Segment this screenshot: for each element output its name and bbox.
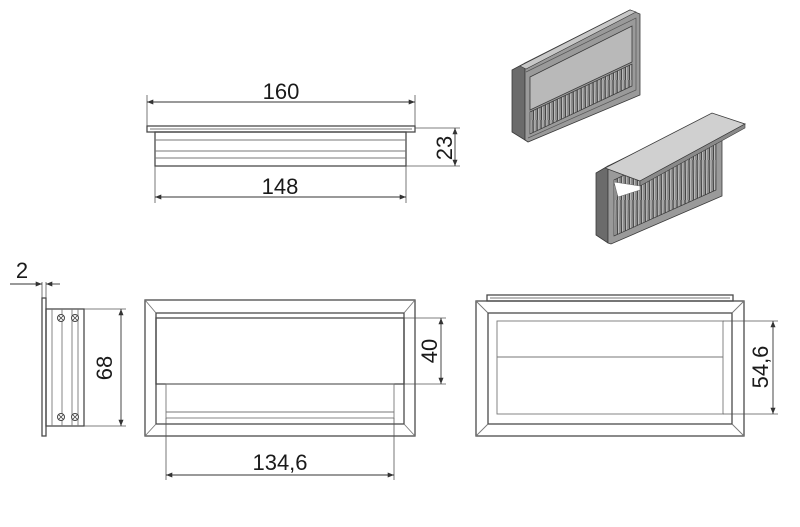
render-open-side [595, 165, 609, 244]
render-closed-lip [519, 9, 637, 70]
dim-54-label: 54,6 [748, 346, 773, 389]
dim-23-label: 23 [432, 136, 457, 160]
back-view-opening [496, 320, 724, 415]
side-view-body [45, 308, 85, 427]
top-view: 160 148 23 [146, 79, 460, 203]
back-view-bevel [731, 423, 745, 437]
screw-icon [57, 413, 65, 421]
front-view: 40 134,6 [144, 299, 446, 480]
render-closed-inner-edge [525, 17, 637, 139]
back-view-frame-outer [475, 300, 745, 437]
front-view-bevel [403, 423, 416, 437]
front-view-bevel [403, 299, 416, 314]
dim-2-label: 2 [16, 258, 28, 283]
front-view-frame-outer [144, 299, 416, 437]
back-view-bevel [475, 423, 489, 437]
back-view-frame-inner [487, 312, 733, 425]
front-view-frame-inner [155, 312, 405, 425]
render-closed-bristles [529, 63, 633, 135]
front-view-bevel [144, 423, 157, 437]
back-view-bevel [731, 300, 745, 314]
screw-icon [71, 314, 79, 322]
render-closed [511, 9, 641, 143]
render-closed-cover [529, 25, 633, 111]
front-view-bevel [144, 299, 157, 314]
front-view-cover [155, 317, 405, 385]
back-view-bevel [475, 300, 489, 314]
dim-134-label: 134,6 [252, 450, 307, 475]
render-closed-side [511, 62, 526, 141]
side-view: 2 68 [10, 258, 126, 437]
render-open-lid-edge [639, 123, 746, 187]
front-view-opening [165, 383, 395, 419]
dim-148-label: 148 [262, 174, 299, 199]
render-open-gap [613, 181, 641, 198]
dim-40-label: 40 [417, 339, 442, 363]
dim-160-label: 160 [263, 79, 300, 104]
screw-icon [71, 413, 79, 421]
dim-68-label: 68 [92, 356, 117, 380]
back-view: 54,6 [475, 294, 778, 437]
render-open [595, 112, 747, 245]
screw-icon [57, 314, 65, 322]
top-view-body [154, 131, 407, 167]
